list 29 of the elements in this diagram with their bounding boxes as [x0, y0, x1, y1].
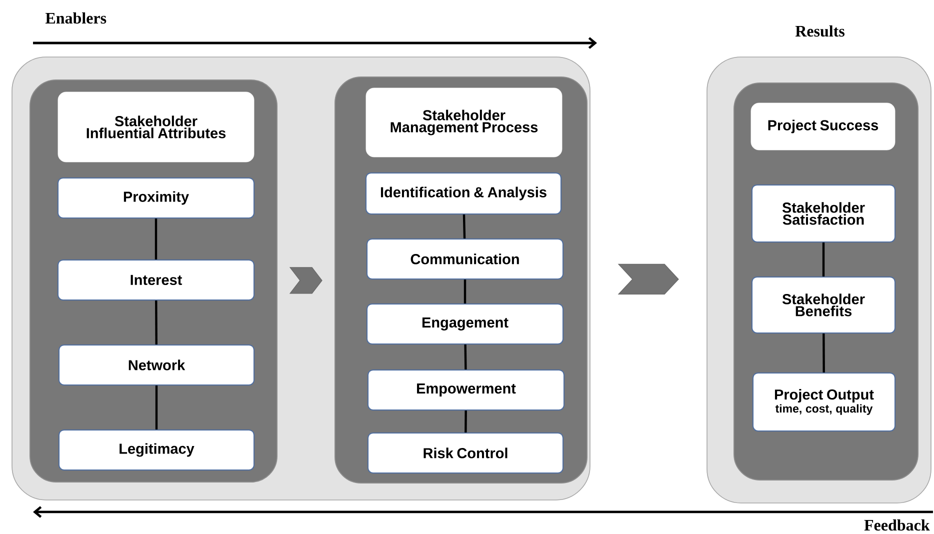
process-box: Stakeholder Benefits — [752, 276, 896, 334]
process-box: Proximity — [58, 177, 254, 218]
process-box: Engagement — [366, 303, 564, 344]
chevron-arrow — [618, 264, 679, 295]
section-label: Enablers — [45, 12, 106, 24]
header-box: Project Success — [750, 102, 896, 150]
chevron-arrow — [289, 267, 322, 294]
process-box: Interest — [58, 259, 254, 300]
process-box: Risk Control — [368, 432, 564, 474]
connector-line — [822, 333, 825, 372]
process-box: Project Output time, cost, quality — [752, 372, 896, 432]
process-box: Network — [58, 344, 254, 386]
connector-line — [155, 300, 158, 344]
header-box: Stakeholder Management Process — [366, 88, 562, 158]
process-box: Stakeholder Satisfaction — [752, 184, 896, 242]
connector-line — [822, 242, 825, 276]
process-box: Legitimacy — [58, 429, 254, 470]
process-box: Identification & Analysis — [366, 172, 562, 214]
section-label: Feedback — [864, 519, 930, 531]
process-box: Communication — [366, 238, 564, 280]
connector-line — [464, 410, 467, 432]
process-box: Empowerment — [368, 369, 564, 410]
header-box: Stakeholder Influential Attributes — [58, 92, 254, 162]
connector-line — [464, 280, 466, 304]
connector-line — [462, 214, 466, 239]
connector-line — [154, 218, 158, 260]
connector-line — [155, 385, 158, 430]
connector-line — [464, 344, 467, 370]
section-label: Results — [795, 25, 844, 37]
